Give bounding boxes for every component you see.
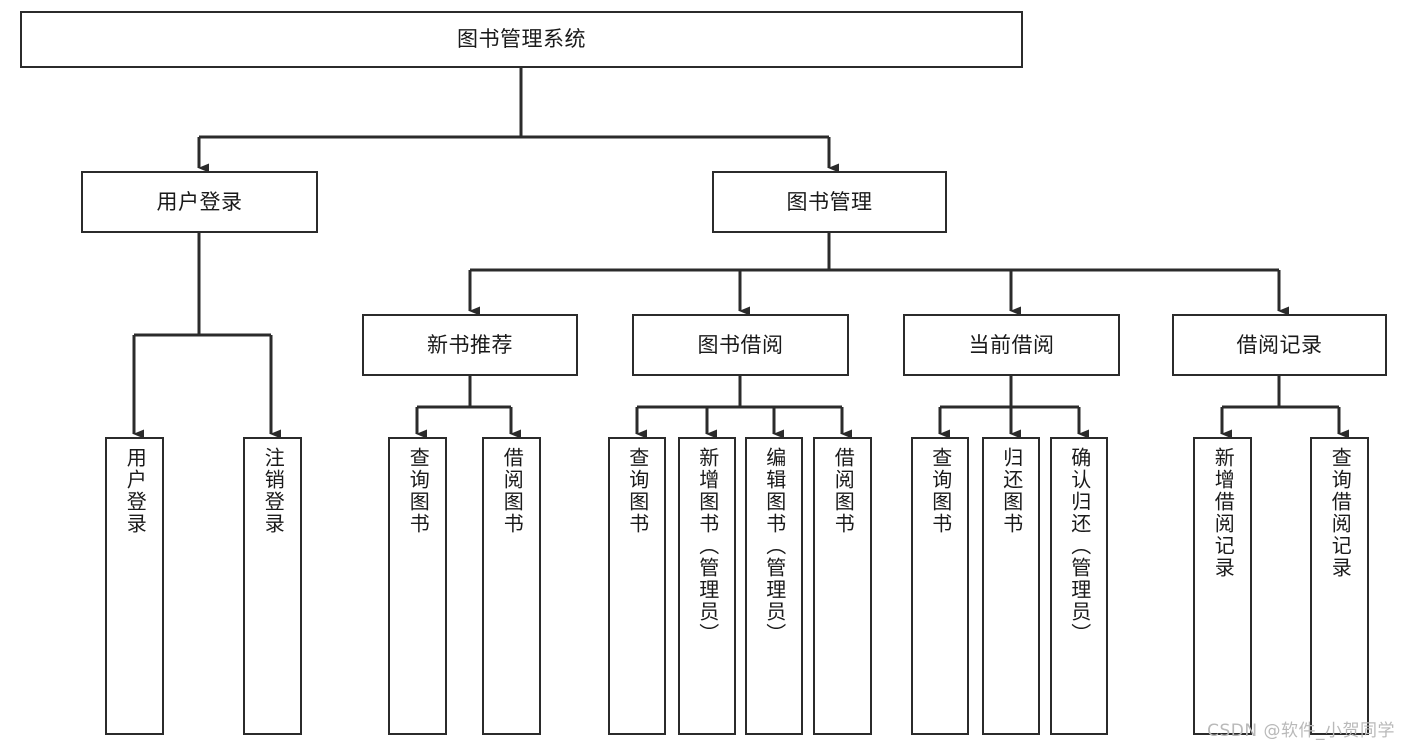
node-borrow-record-label: 借阅记录 — [1236, 332, 1323, 357]
node-new-book-recommend[interactable]: 新书推荐 — [362, 314, 578, 376]
node-user-login-label: 用户登录 — [156, 189, 243, 214]
node-leaf-add-book[interactable]: 新增图书（管理员） — [678, 437, 736, 735]
node-leaf-query-book-3[interactable]: 查询图书 — [911, 437, 969, 735]
node-leaf-confirm-return-label: 确认归还（管理员） — [1067, 447, 1092, 645]
node-leaf-borrow-book-2[interactable]: 借阅图书 — [813, 437, 872, 735]
node-leaf-query-book-2-label: 查询图书 — [625, 447, 650, 535]
node-book-borrow-label: 图书借阅 — [697, 332, 784, 357]
node-leaf-return-book[interactable]: 归还图书 — [982, 437, 1040, 735]
node-new-book-recommend-label: 新书推荐 — [427, 332, 513, 357]
node-book-manage-label: 图书管理 — [786, 189, 873, 214]
node-user-login[interactable]: 用户登录 — [81, 171, 318, 233]
node-leaf-user-login-label: 用户登录 — [123, 447, 148, 535]
node-leaf-logout[interactable]: 注销登录 — [243, 437, 302, 735]
node-root[interactable]: 图书管理系统 — [20, 11, 1023, 68]
node-leaf-query-book-1-label: 查询图书 — [406, 447, 431, 535]
node-leaf-edit-book-label: 编辑图书（管理员） — [762, 447, 787, 645]
node-leaf-borrow-book-1[interactable]: 借阅图书 — [482, 437, 541, 735]
node-leaf-add-book-label: 新增图书（管理员） — [695, 447, 720, 645]
node-leaf-user-login[interactable]: 用户登录 — [105, 437, 164, 735]
node-leaf-query-record[interactable]: 查询借阅记录 — [1310, 437, 1369, 735]
node-leaf-query-book-2[interactable]: 查询图书 — [608, 437, 666, 735]
node-book-borrow[interactable]: 图书借阅 — [632, 314, 849, 376]
node-leaf-borrow-book-2-label: 借阅图书 — [831, 447, 856, 535]
node-borrow-record[interactable]: 借阅记录 — [1172, 314, 1387, 376]
node-leaf-logout-label: 注销登录 — [261, 447, 286, 535]
node-current-borrow[interactable]: 当前借阅 — [903, 314, 1120, 376]
watermark-text: CSDN @软件_小贺同学 — [1207, 721, 1395, 741]
node-leaf-query-record-label: 查询借阅记录 — [1328, 447, 1353, 579]
node-leaf-confirm-return[interactable]: 确认归还（管理员） — [1050, 437, 1108, 735]
node-leaf-add-record-label: 新增借阅记录 — [1211, 447, 1236, 579]
node-current-borrow-label: 当前借阅 — [968, 332, 1055, 357]
node-leaf-query-book-1[interactable]: 查询图书 — [388, 437, 447, 735]
node-leaf-edit-book[interactable]: 编辑图书（管理员） — [745, 437, 803, 735]
node-leaf-query-book-3-label: 查询图书 — [928, 447, 953, 535]
node-leaf-add-record[interactable]: 新增借阅记录 — [1193, 437, 1252, 735]
node-leaf-return-book-label: 归还图书 — [999, 447, 1024, 535]
node-root-label: 图书管理系统 — [457, 27, 586, 52]
node-book-manage[interactable]: 图书管理 — [712, 171, 947, 233]
node-leaf-borrow-book-1-label: 借阅图书 — [500, 447, 525, 535]
